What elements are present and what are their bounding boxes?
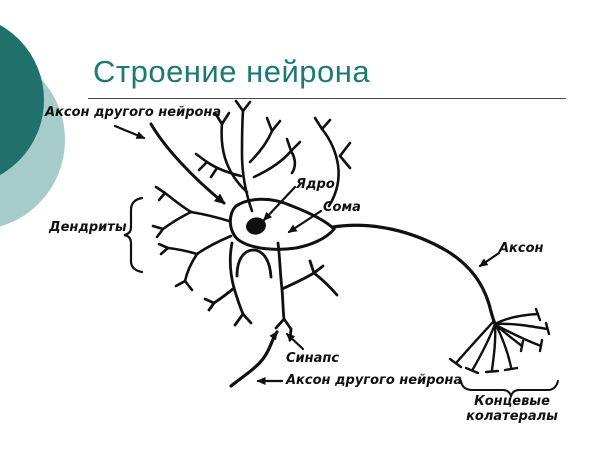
incoming-axon-top-line [149, 122, 226, 205]
label-dendrites: Дендриты [49, 220, 127, 235]
dendrites-brace [123, 196, 144, 274]
label-terminal-line2: колатералы [466, 409, 558, 424]
label-nucleus: Ядро [296, 177, 335, 192]
label-soma: Сома [323, 200, 361, 215]
label-synapse: Синапс [286, 351, 340, 366]
page-title: Строение нейрона [93, 54, 371, 89]
soma-shape [228, 197, 336, 251]
incoming-axon-bottom-line [229, 330, 279, 388]
lower-dendrites [203, 241, 339, 342]
label-terminal-line1: Концевые [474, 394, 550, 409]
terminals-brace [460, 380, 559, 400]
label-terminal-collaterals: Концевые колатералы [458, 394, 566, 424]
annotation-arrows [113, 124, 501, 385]
label-incoming-axon-top: Аксон другого нейрона [45, 105, 222, 120]
upper-dendrite-tree [194, 99, 352, 213]
terminal-collaterals [448, 307, 551, 375]
axon-line [331, 223, 497, 326]
left-dendrites [151, 185, 233, 292]
label-incoming-axon-bottom: Аксон другого нейрона [286, 373, 463, 388]
label-axon: Аксон [499, 241, 544, 256]
title-underline [88, 98, 566, 99]
nucleus-shape [246, 217, 266, 235]
